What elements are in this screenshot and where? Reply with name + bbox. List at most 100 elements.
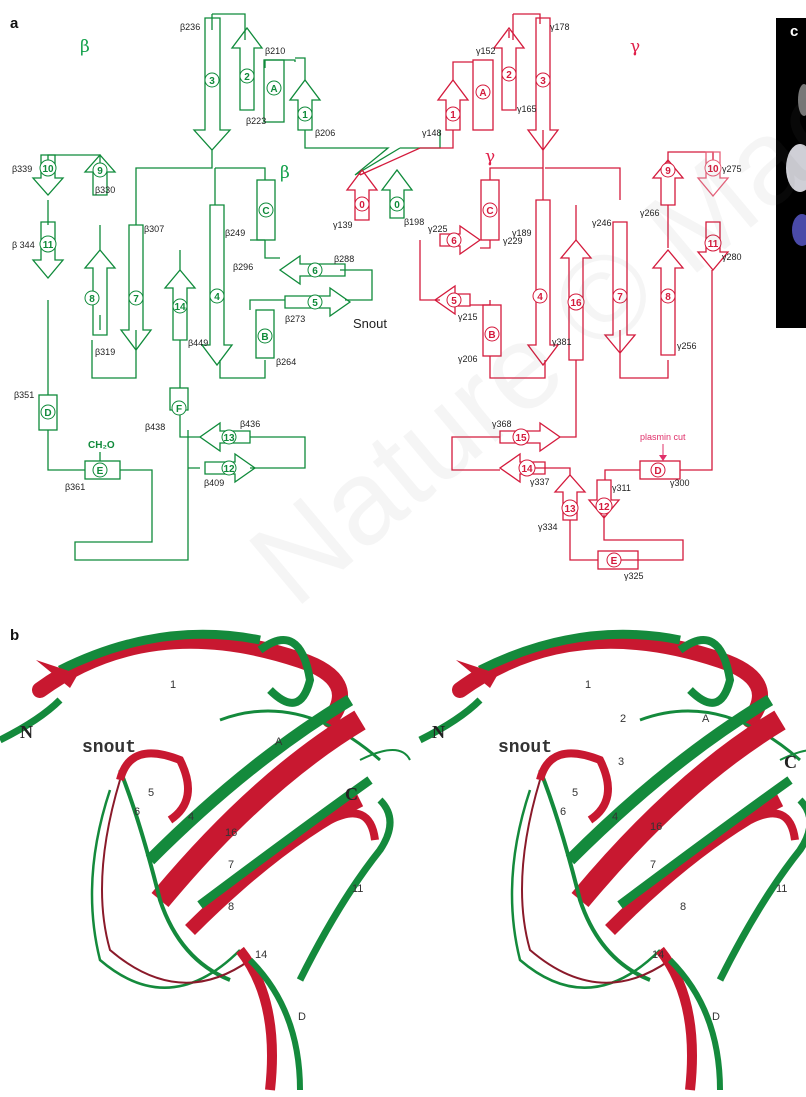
stereo-right-1: 1 [585, 679, 591, 691]
beta-helix-E: E CH₂O [84, 440, 121, 480]
beta-res-273: β273 [285, 314, 305, 324]
beta-label-7: 7 [133, 294, 139, 305]
gamma-res-266: γ266 [640, 208, 660, 218]
beta-res-296: β296 [233, 262, 253, 272]
gamma-res-300: γ300 [670, 478, 690, 488]
gamma-res-334: γ334 [538, 522, 558, 532]
stereo-right-11: 11 [776, 883, 787, 895]
beta-strand-7: 7 [119, 224, 153, 352]
gamma-res-225: γ225 [428, 224, 448, 234]
stereo-right-snout: snout [498, 738, 552, 758]
gamma-chain-label: γ [630, 37, 640, 57]
gamma-res-311: γ311 [612, 483, 631, 493]
beta-res-288: β288 [334, 254, 354, 264]
stereo-right-5: 5 [572, 787, 578, 799]
snout-label: Snout [353, 316, 387, 331]
gamma-label-9: 9 [665, 166, 671, 177]
beta-res-449: β449 [188, 338, 208, 348]
gamma-label-6: 6 [451, 236, 457, 247]
beta-chain-label-2: β [280, 163, 290, 183]
stereo-right-7: 7 [650, 859, 656, 871]
beta-strand-0: 0 [380, 168, 414, 219]
gamma-strand-1: 1 [436, 78, 470, 131]
beta-strand-4: 4 [200, 204, 234, 367]
gamma-label-0: 0 [359, 200, 365, 211]
gamma-helix-A: A [472, 59, 494, 131]
gamma-res-189: γ189 [512, 228, 532, 238]
beta-chain-label: β [80, 37, 90, 57]
gamma-strand-4: 4 [526, 199, 560, 367]
beta-helix-B: B [255, 309, 275, 359]
stereo-right-A: A [702, 713, 710, 725]
stereo-left-6: 6 [134, 806, 140, 818]
gamma-label-11: 11 [708, 239, 719, 250]
gamma-label-2: 2 [506, 70, 512, 81]
beta-res-361: β361 [65, 482, 85, 492]
beta-strand-3: 3 [192, 17, 232, 151]
stereo-left-14: 14 [255, 949, 267, 961]
gamma-res-381: γ381 [552, 337, 572, 347]
stereo-left-7: 7 [228, 859, 234, 871]
panel-label-a: a [10, 15, 19, 32]
gamma-helix-D: D plasmin cut [639, 432, 686, 480]
beta-label-10: 10 [42, 164, 54, 175]
gamma-res-275: γ275 [722, 164, 742, 174]
ch2o-label: CH₂O [88, 440, 115, 451]
beta-res-319: β319 [95, 347, 115, 357]
beta-label-12: 12 [223, 464, 235, 475]
gamma-res-337: γ337 [530, 477, 550, 487]
stereo-left-11: 11 [352, 883, 363, 895]
stereo-left-n: N [20, 722, 33, 742]
beta-res-436: β436 [240, 419, 260, 429]
beta-res-438: β438 [145, 422, 165, 432]
gamma-strand-12: 12 [587, 479, 621, 520]
beta-res-206: β206 [315, 128, 335, 138]
beta-strand-6: 6 [278, 254, 346, 286]
gamma-helix-E: E [597, 550, 639, 570]
gamma-res-229: γ229 [503, 236, 523, 246]
beta-res-198: β198 [404, 217, 424, 227]
gamma-res-178: γ178 [550, 22, 570, 32]
beta-label-1: 1 [302, 110, 308, 121]
beta-label-3: 3 [209, 76, 215, 87]
beta-strand-13: 13 [198, 421, 251, 453]
gamma-topology: 1 A 2 3 0 C [333, 13, 742, 581]
gamma-chain-label-2: γ [485, 147, 495, 167]
beta-res-344: β 344 [12, 240, 35, 250]
beta-strand-2: 2 [230, 26, 264, 111]
gamma-label-16: 16 [570, 298, 582, 309]
gamma-label-3: 3 [540, 76, 546, 87]
beta-label-5: 5 [312, 298, 318, 309]
beta-topology: 3 2 A 1 0 10 [12, 13, 441, 561]
stereo-left-4: 4 [188, 811, 194, 823]
stereo-right-3: 3 [618, 756, 624, 768]
beta-label-0: 0 [394, 200, 400, 211]
beta-res-351: β351 [14, 390, 34, 400]
stereo-left-snout: snout [82, 738, 136, 758]
gamma-label-5: 5 [451, 296, 457, 307]
gamma-label-15: 15 [515, 433, 527, 444]
beta-label-11: 11 [43, 240, 54, 251]
gamma-label-1: 1 [450, 110, 456, 121]
beta-label-8: 8 [89, 294, 95, 305]
stereo-left-1: 1 [170, 679, 176, 691]
gamma-label-E: E [611, 556, 618, 567]
gamma-res-152: γ152 [476, 46, 496, 56]
beta-res-249: β249 [225, 228, 245, 238]
beta-res-264: β264 [276, 357, 296, 367]
gamma-res-148: γ148 [422, 128, 442, 138]
stereo-right-n: N [432, 722, 445, 742]
beta-res-223: β223 [246, 116, 266, 126]
gamma-strand-9: 9 [651, 158, 685, 206]
beta-label-F: F [176, 404, 182, 415]
beta-strand-5: 5 [284, 286, 352, 318]
beta-helix-C: C [256, 179, 276, 241]
stereo-left-5: 5 [148, 787, 154, 799]
gamma-strand-14: 14 [498, 452, 546, 484]
beta-label-4: 4 [214, 292, 220, 303]
gamma-helix-C: C [480, 179, 500, 241]
stereo-left-8: 8 [228, 901, 234, 913]
stereo-left-16: 16 [225, 827, 237, 839]
